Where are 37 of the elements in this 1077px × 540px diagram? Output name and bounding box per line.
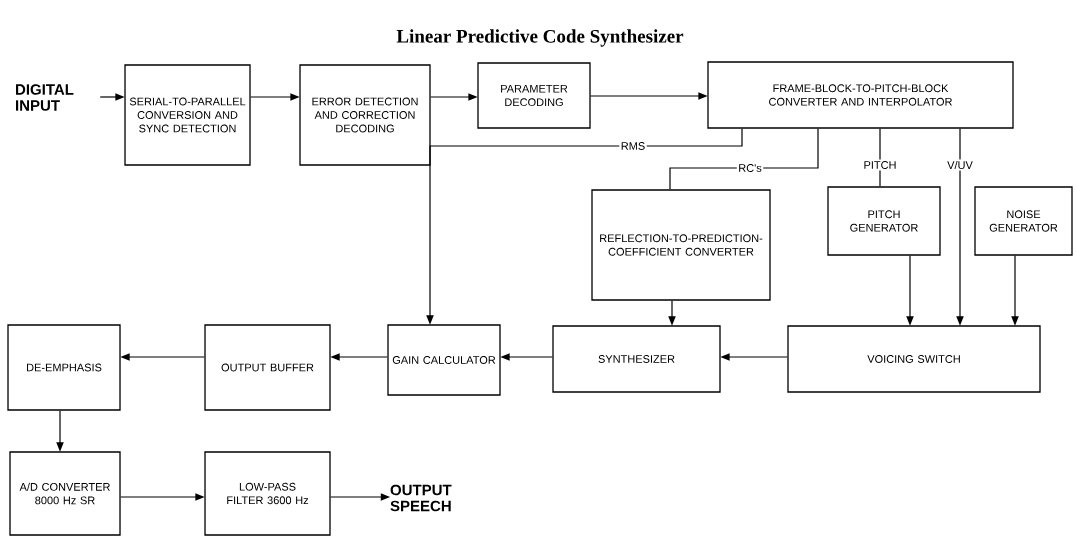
edge-label: PITCH xyxy=(862,159,898,171)
arrow xyxy=(120,353,205,361)
arrow xyxy=(590,92,708,100)
arrow xyxy=(430,93,478,101)
process-box: SERIAL-TO-PARALLEL CONVERSION AND SYNC DETECTION xyxy=(124,64,251,166)
edge-label: RC's xyxy=(736,162,764,174)
title: Linear Predictive Code Synthesizer xyxy=(396,29,684,47)
arrow xyxy=(120,493,205,501)
arrow xyxy=(906,255,914,326)
arrow xyxy=(1011,255,1019,326)
arrow xyxy=(500,353,553,361)
process-box: OUTPUT BUFFER xyxy=(204,324,331,411)
arrow xyxy=(956,128,964,326)
edge-label: RMS xyxy=(619,140,647,152)
process-box: ERROR DETECTION AND CORRECTION DECODING xyxy=(299,64,431,166)
process-box: DE-EMPHASIS xyxy=(7,324,121,411)
process-box: LOW-PASS FILTER 3600 Hz xyxy=(204,451,331,536)
process-box: VOICING SWITCH xyxy=(787,325,1041,393)
process-box: FRAME-BLOCK-TO-PITCH-BLOCK CONVERTER AND INTERPOLATOR xyxy=(707,61,1014,129)
process-box: A/D CONVERTER 8000 Hz SR xyxy=(9,451,121,536)
arrow xyxy=(330,493,391,501)
arrow xyxy=(720,353,788,361)
process-box: REFLECTION-TO-PREDICTION-COEFFICIENT CONVERTER xyxy=(591,189,771,301)
arrow xyxy=(99,93,125,101)
process-box: PARAMETER DECODING xyxy=(477,62,591,129)
process-box: PITCH GENERATOR xyxy=(827,186,941,256)
process-box: GAIN CALCULATOR xyxy=(387,324,501,396)
arrow xyxy=(250,93,300,101)
io-label: DIGITAL INPUT xyxy=(16,84,74,111)
arrow xyxy=(426,128,743,325)
arrow xyxy=(668,300,676,326)
arrow xyxy=(330,353,388,361)
process-box: NOISE GENERATOR xyxy=(974,186,1073,256)
arrow xyxy=(56,410,64,452)
edge-label: V/UV xyxy=(945,159,975,171)
io-label: OUTPUT SPEECH xyxy=(390,484,452,512)
process-box: SYNTHESIZER xyxy=(552,325,721,393)
